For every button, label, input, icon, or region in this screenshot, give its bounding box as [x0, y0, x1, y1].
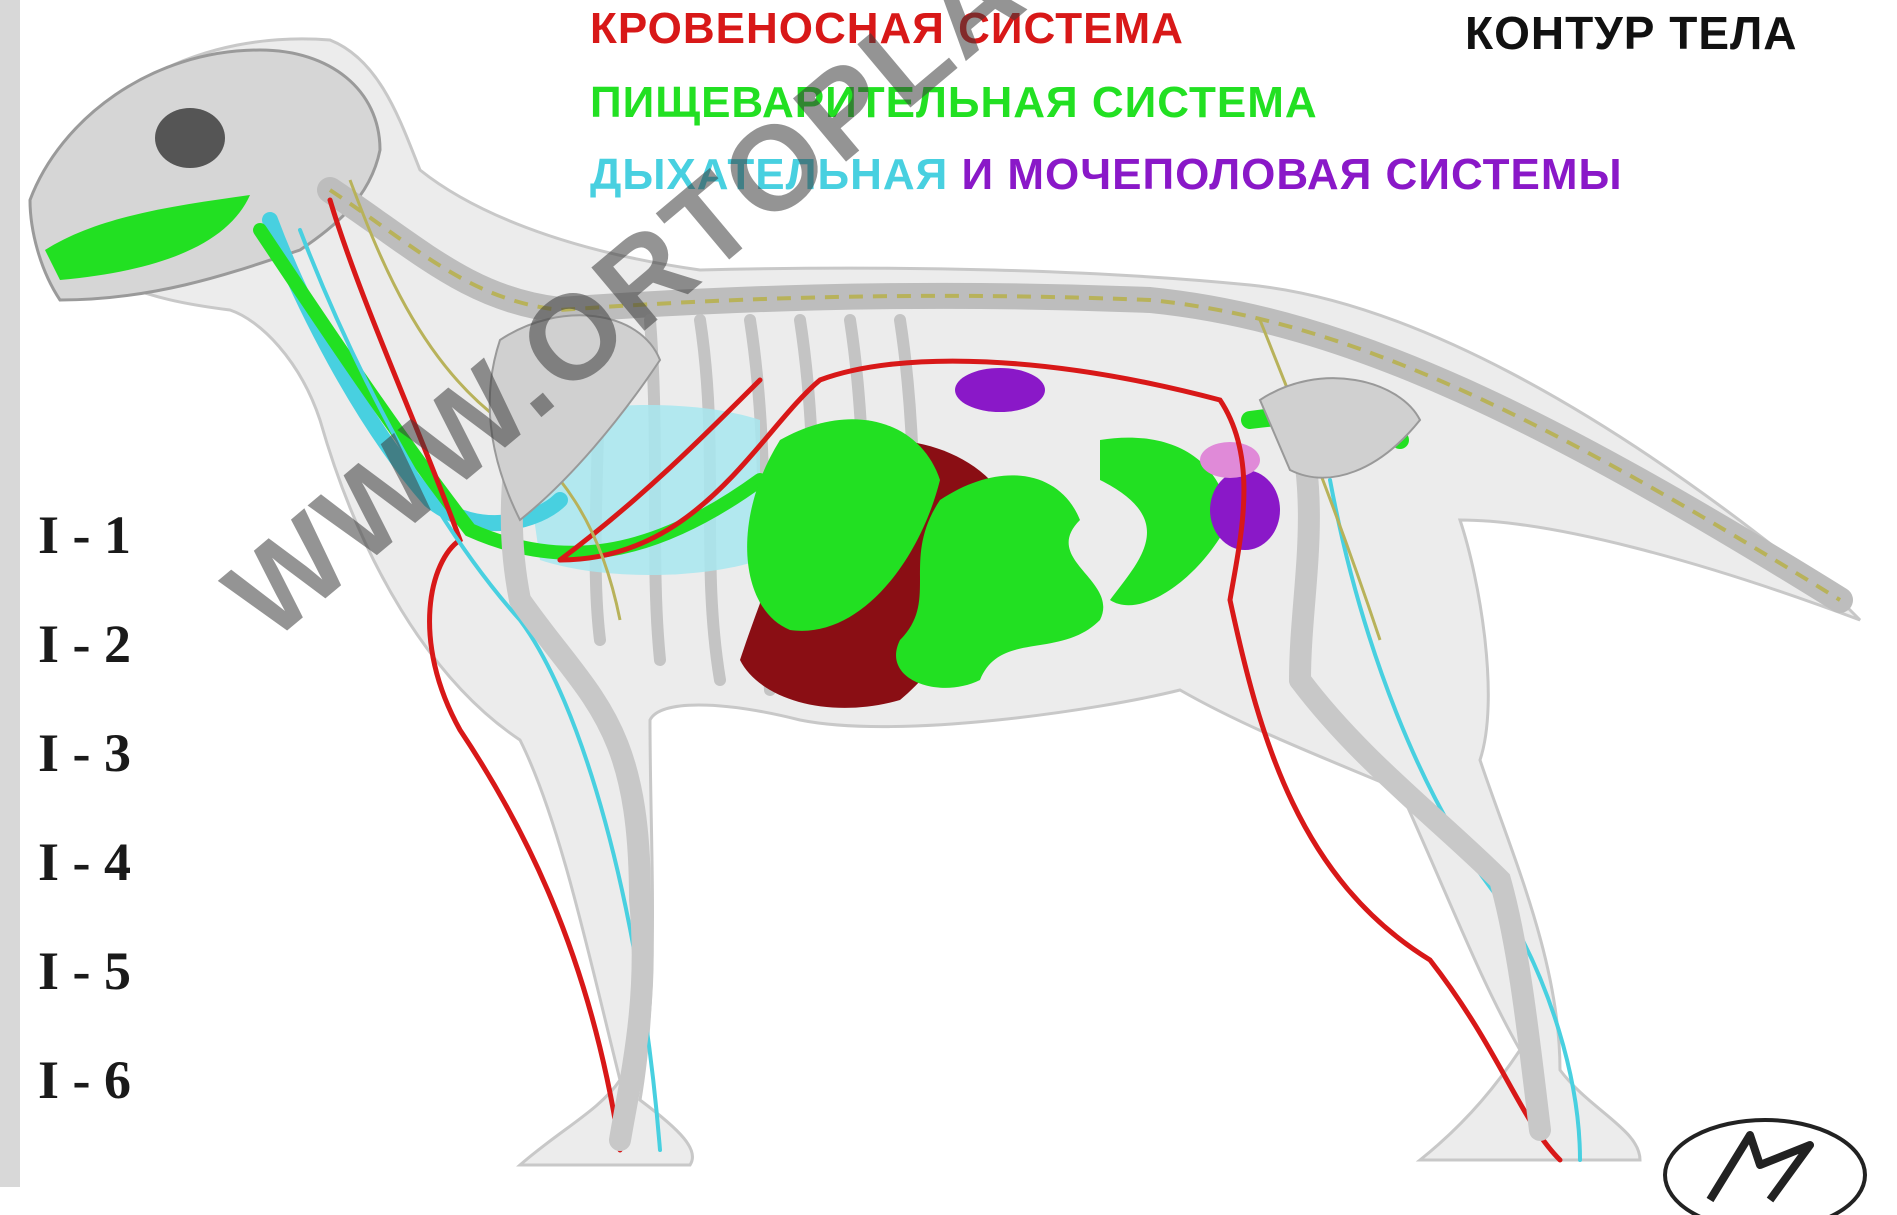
section-label[interactable]: I - 1 [38, 500, 131, 609]
legend-body-outline: КОНТУР ТЕЛА [1465, 6, 1798, 60]
kidney [955, 368, 1045, 412]
legend-urogenital-label: МОЧЕПОЛОВАЯ СИСТЕМЫ [1007, 150, 1622, 199]
section-label[interactable]: I - 3 [38, 718, 131, 827]
legend-outline-label: КОНТУР ТЕЛА [1465, 7, 1798, 59]
section-label[interactable]: I - 6 [38, 1045, 131, 1154]
brand-logo [1660, 1105, 1870, 1215]
eye-socket [155, 108, 225, 168]
legend-connector: И [962, 150, 995, 199]
section-label[interactable]: I - 5 [38, 936, 131, 1045]
section-label-list: I - 1 I - 2 I - 3 I - 4 I - 5 I - 6 [38, 500, 131, 1154]
gonad [1200, 442, 1260, 478]
section-label[interactable]: I - 4 [38, 827, 131, 936]
section-label[interactable]: I - 2 [38, 609, 131, 718]
